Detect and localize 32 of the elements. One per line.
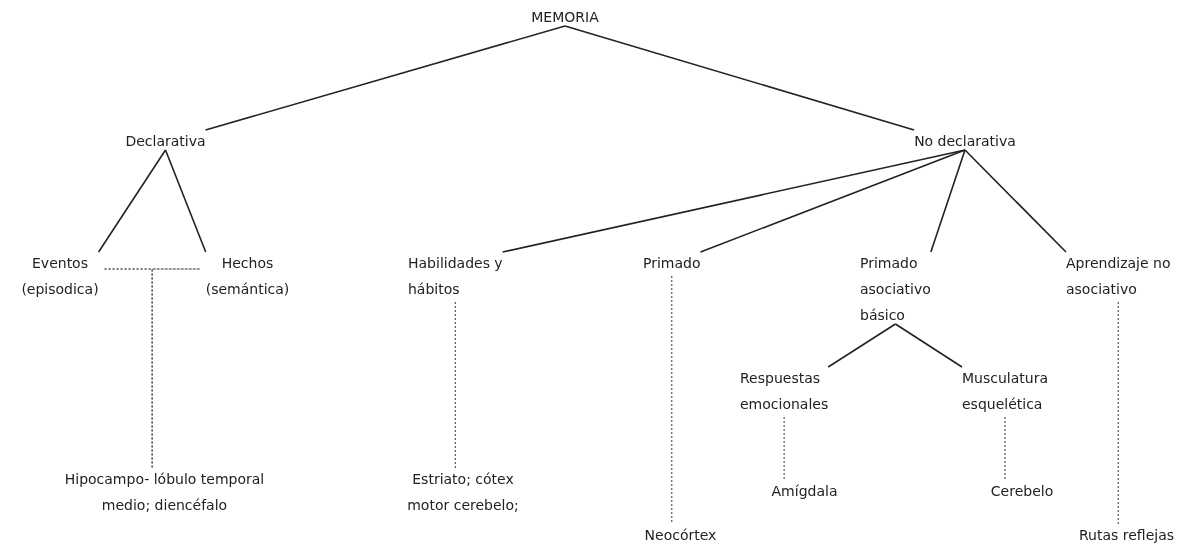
memory-type-label: Aprendizaje no asociativo [1066,254,1172,299]
connector-line [699,149,966,253]
category-label: Declarativa [124,132,207,151]
connector-line [894,323,963,368]
memory-type-label: Hipocampo- lóbulo temporal medio; diencéfalo [63,470,266,515]
connector-line [827,323,897,368]
category-label: No declarativa [913,132,1017,151]
memory-type-label: Amígdala [770,482,839,501]
connector-line [564,25,915,131]
memory-type-label: Musculatura esquelética [962,369,1049,414]
memory-type-label: Eventos (episodica) [20,254,100,299]
connector-line [164,149,207,253]
connector-line [204,25,566,131]
memory-type-label: Neocórtex [643,526,718,545]
root-label: MEMORIA [530,8,600,27]
memory-type-label: Cerebelo [989,482,1055,501]
connector-line [930,149,966,253]
memory-type-label: Primado asociativo básico [860,254,932,325]
memory-type-label: Primado [643,254,702,273]
dotted-connector [671,275,673,525]
dotted-connector [1117,301,1119,525]
dotted-connector [783,416,785,481]
connector-line [964,149,1067,253]
dotted-connector [151,268,201,469]
connector-line [97,149,167,253]
memory-type-label: Rutas reflejas [1077,526,1175,545]
dotted-connector [454,301,456,469]
memory-type-label: Hechos (semántica) [204,254,291,299]
memory-type-label: Habilidades y hábitos [408,254,504,299]
memory-type-label: Estriato; cótex motor cerebelo; [406,470,520,515]
memory-type-label: Respuestas emocionales [740,369,830,414]
dotted-connector [1004,416,1006,481]
